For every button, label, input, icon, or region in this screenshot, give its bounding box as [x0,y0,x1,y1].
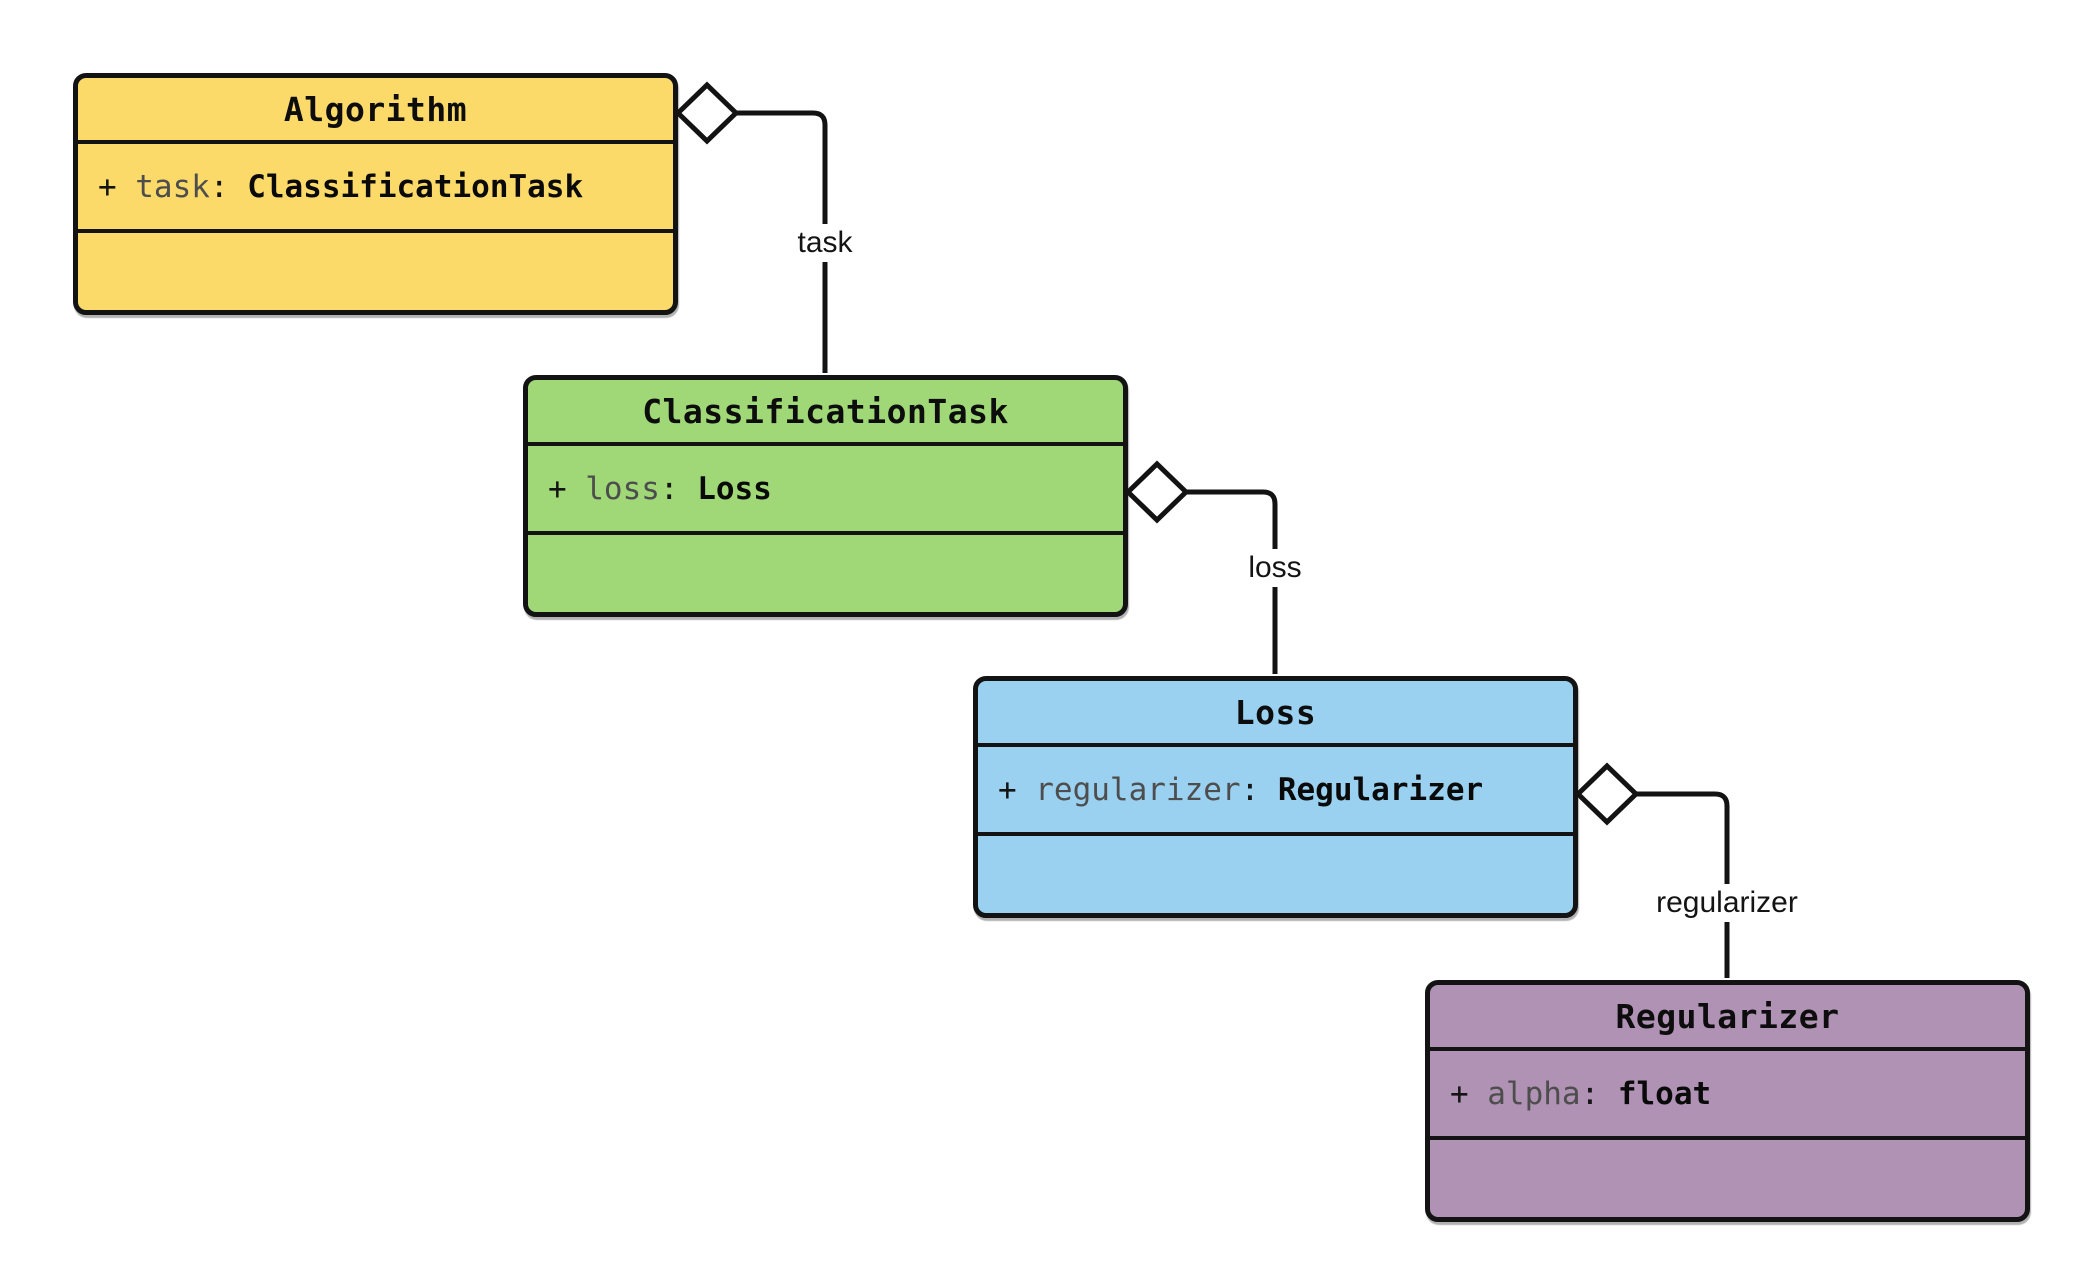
attribute-visibility: + [98,168,117,205]
attribute-visibility: + [1450,1075,1469,1112]
aggregation-edge-regularizer [1574,762,1730,978]
edge-label-task: task [790,224,860,262]
class-title: Loss [1234,692,1317,732]
attribute-name: alpha [1487,1075,1581,1112]
aggregation-edge-task [674,81,828,373]
class-attribute-row: + alpha : float [1430,1047,2025,1140]
class-title: Regularizer [1615,996,1840,1036]
attribute-colon: : [209,168,229,205]
attribute-type: ClassificationTask [247,168,584,205]
attribute-name: task [135,168,210,205]
edge-line [1186,489,1278,674]
attribute-colon: : [1240,771,1260,808]
edge-label-loss: loss [1241,549,1309,587]
edge-label-regularizer: regularizer [1649,884,1805,922]
aggregation-edge-loss [1124,460,1278,674]
class-attribute-row: + loss : Loss [528,442,1123,535]
attribute-name: regularizer [1035,771,1241,808]
edge-line [1636,791,1730,978]
attribute-colon: : [659,470,679,507]
attribute-type: Regularizer [1277,771,1484,808]
attribute-name: loss [585,470,660,507]
class-box-classification-task: ClassificationTask + loss : Loss [523,375,1128,617]
attribute-visibility: + [548,470,567,507]
aggregation-diamond-icon [1574,762,1640,826]
attribute-visibility: + [998,771,1017,808]
attribute-type: float [1617,1075,1712,1112]
class-attribute-row: + task : ClassificationTask [78,140,673,233]
class-attribute-row: + regularizer : Regularizer [978,743,1573,836]
class-title: ClassificationTask [642,391,1009,431]
class-box-regularizer: Regularizer + alpha : float [1425,980,2030,1222]
class-box-algorithm: Algorithm + task : ClassificationTask [73,73,678,315]
attribute-colon: : [1580,1075,1600,1112]
attribute-type: Loss [697,470,772,507]
edge-line [736,110,828,373]
aggregation-diamond-icon [674,81,740,145]
aggregation-diamond-icon [1124,460,1190,524]
class-box-loss: Loss + regularizer : Regularizer [973,676,1578,918]
class-title: Algorithm [283,89,468,129]
